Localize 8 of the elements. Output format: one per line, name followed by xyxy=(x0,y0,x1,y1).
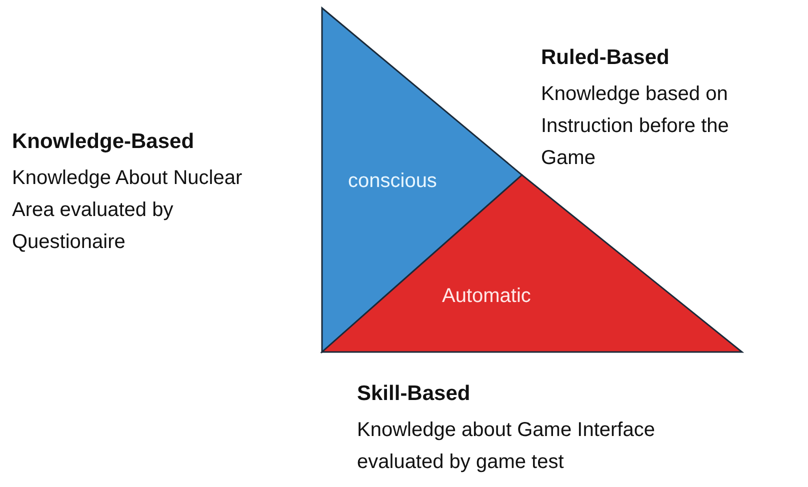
level-heading: Ruled-Based xyxy=(541,45,670,71)
region-label: Automatic xyxy=(442,285,531,308)
level-description: Knowledge based on Instruction before the Game xyxy=(541,82,730,171)
region-label: conscious xyxy=(348,170,437,193)
level-description: Knowledge About Nuclear Area evaluated by Questionaire xyxy=(12,166,244,255)
level-heading: Skill-Based xyxy=(357,381,472,407)
level-heading: Knowledge-Based xyxy=(12,129,196,155)
level-description: Knowledge about Game Interface evaluated by game test xyxy=(357,418,656,475)
